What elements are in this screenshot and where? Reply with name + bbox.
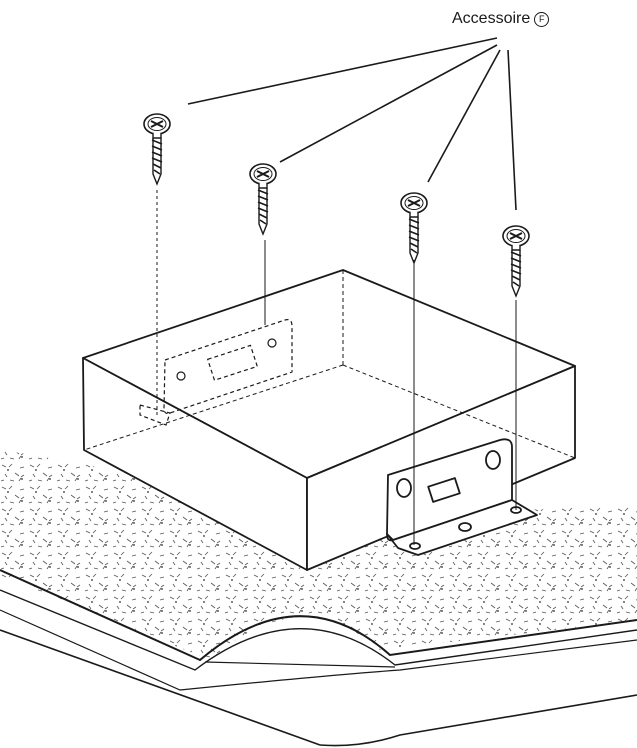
screw-icon bbox=[400, 192, 428, 264]
hidden-edges bbox=[83, 270, 576, 459]
accessory-callout: Accessoire F bbox=[452, 10, 550, 28]
screw-icon bbox=[143, 113, 171, 185]
accessory-label: Accessoire bbox=[452, 10, 531, 27]
accessory-marker: F bbox=[534, 11, 550, 27]
front-bracket bbox=[386, 438, 538, 556]
screw-guides bbox=[156, 190, 517, 545]
rear-bracket bbox=[139, 319, 293, 426]
screw-icon bbox=[502, 225, 530, 297]
screw-icon bbox=[249, 163, 277, 235]
callout-leaders bbox=[187, 37, 517, 211]
